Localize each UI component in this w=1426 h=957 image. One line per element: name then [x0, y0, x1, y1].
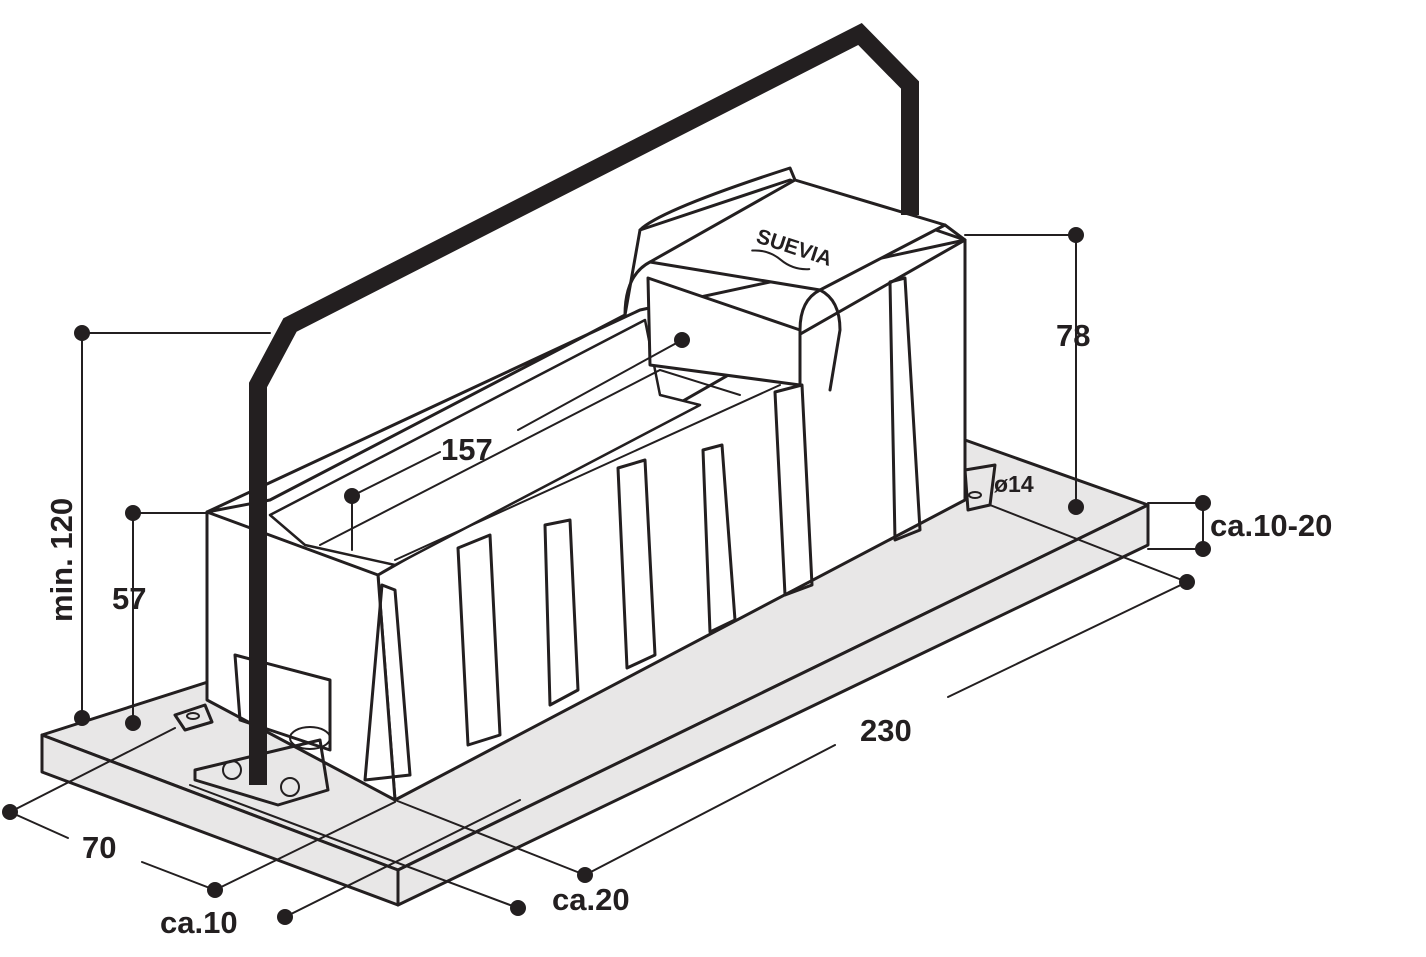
- label-plate-thickness: ca.10-20: [1210, 508, 1332, 543]
- brand-wave-icon: [751, 249, 811, 271]
- dim-dot: [1068, 499, 1084, 515]
- dim-line-ca10-b: [284, 799, 521, 918]
- label-bowl-height: 78: [1056, 318, 1090, 353]
- trough-inner-channel: [268, 318, 702, 567]
- mounting-tab-inner: [233, 653, 332, 752]
- dim-dot: [2, 804, 18, 820]
- label-min-height: min. 120: [44, 498, 79, 622]
- label-edge-offset-side: ca.20: [552, 882, 630, 917]
- rib: [616, 458, 657, 670]
- dim-line-157-b: [517, 339, 683, 431]
- dim-line-ca20: [189, 784, 519, 909]
- dim-dot: [674, 332, 690, 348]
- dim-dot: [510, 900, 526, 916]
- dimension-lines: [2, 227, 1211, 925]
- dim-dot: [344, 488, 360, 504]
- dim-line-230-b: [947, 581, 1188, 698]
- dim-dot: [577, 867, 593, 883]
- dim-line-70-b: [141, 861, 216, 891]
- dim-line-230-extension: [989, 504, 1188, 583]
- dim-dot: [277, 909, 293, 925]
- mounting-hole: [186, 712, 200, 720]
- channel-floor-line-2: [394, 384, 781, 561]
- carry-handle: [249, 22, 919, 785]
- trough-head-block: [646, 276, 802, 387]
- dim-dot: [74, 325, 90, 341]
- dim-line-70-a: [9, 811, 69, 839]
- dim-line-230-a: [584, 744, 836, 876]
- rib: [773, 383, 814, 597]
- channel-floor-line: [319, 368, 741, 546]
- mounting-hole: [968, 491, 982, 499]
- dim-dot: [74, 710, 90, 726]
- dim-dot: [1195, 541, 1211, 557]
- dim-dot: [1179, 574, 1195, 590]
- label-width: 70: [82, 830, 116, 865]
- dim-dot: [125, 715, 141, 731]
- dim-line-157-a: [351, 451, 441, 497]
- label-edge-offset-front: ca.10: [160, 905, 238, 940]
- dim-dot: [125, 505, 141, 521]
- mounting-tab-front: [193, 738, 330, 807]
- label-hole-diameter: ø14: [994, 471, 1034, 497]
- rib: [543, 518, 580, 707]
- mounting-tab-left: [173, 703, 214, 732]
- dimension-labels: min. 120 57 157 78 ø14 ca.10-20 230 70 c…: [44, 318, 1332, 940]
- head-left-curve: [623, 166, 797, 317]
- dim-dot: [1195, 495, 1211, 511]
- label-inner-length: 157: [441, 432, 493, 467]
- rib: [363, 583, 412, 782]
- front-wall-ribs: [363, 276, 922, 782]
- label-front-height: 57: [112, 581, 146, 616]
- label-overall-length: 230: [860, 713, 912, 748]
- mounting-tabs: [173, 463, 997, 807]
- rib: [701, 443, 737, 634]
- head-right-curve: [798, 223, 967, 392]
- rib: [888, 276, 922, 542]
- dim-line-230-extension-2: [394, 799, 586, 876]
- dim-line-70-extension: [9, 727, 176, 813]
- mounting-hole: [280, 777, 300, 797]
- dim-dot: [1068, 227, 1084, 243]
- mounting-hole: [222, 760, 242, 780]
- dim-line-ca10: [214, 801, 396, 891]
- base-plate-side-face: [396, 503, 1150, 907]
- rib: [456, 533, 502, 747]
